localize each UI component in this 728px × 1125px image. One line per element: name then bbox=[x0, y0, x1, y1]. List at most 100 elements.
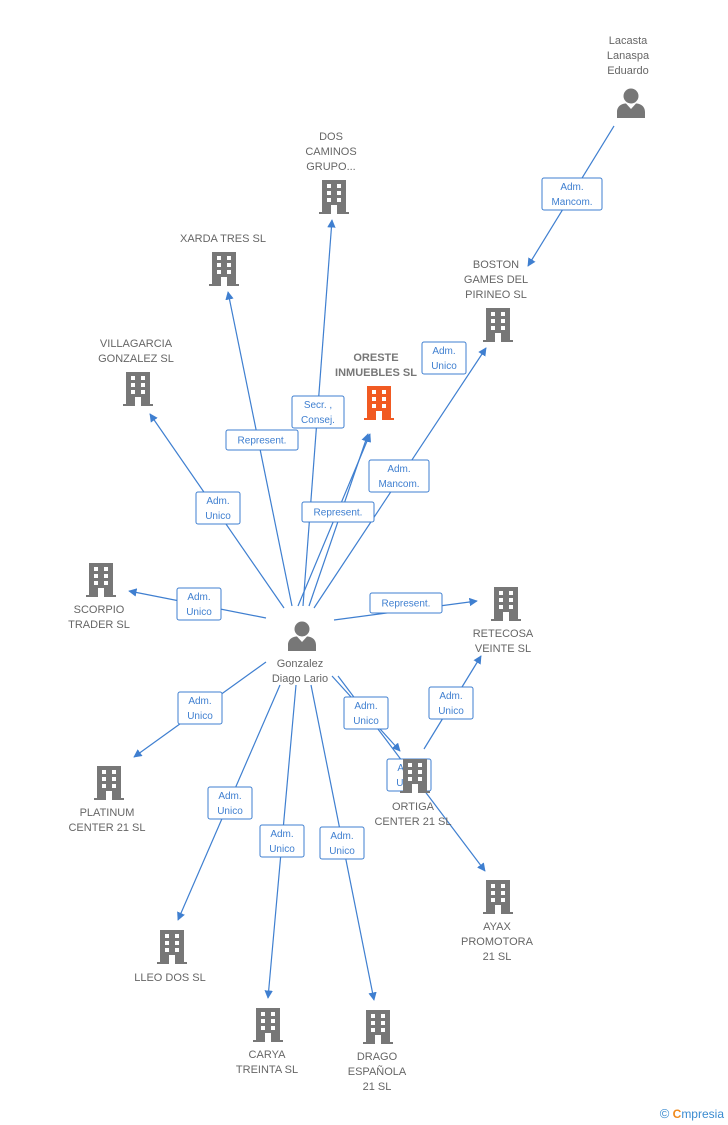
node-label-line: Gonzalez bbox=[277, 658, 323, 670]
relation-label-text: Represent. bbox=[382, 599, 431, 610]
building-icon bbox=[491, 587, 521, 621]
node-label-line: CARYA bbox=[249, 1049, 287, 1061]
relation-label-box bbox=[301, 501, 375, 523]
copyright-symbol: © bbox=[659, 1106, 670, 1121]
relation-label-box bbox=[177, 691, 223, 725]
relation-label-box bbox=[343, 696, 389, 730]
relation-label-ortiga-to-retecosa[interactable]: Adm.Unico bbox=[428, 686, 474, 720]
relation-label-box bbox=[225, 429, 299, 451]
node-label-line: ORTIGA bbox=[392, 801, 435, 813]
node-label-line: CAMINOS bbox=[305, 146, 356, 158]
node-label-line: ESPAÑOLA bbox=[348, 1065, 407, 1078]
relation-label-text: Unico bbox=[186, 607, 212, 618]
company-node-retecosa[interactable]: RETECOSA VEINTE SL bbox=[473, 587, 534, 655]
node-label-line: CENTER 21 SL bbox=[374, 816, 451, 828]
node-label-line: PIRINEO SL bbox=[465, 289, 527, 301]
relation-label-text: Adm. bbox=[188, 696, 211, 707]
relation-label-text: Adm. bbox=[187, 592, 210, 603]
relation-label-gonzalez-to-villagarcia[interactable]: Adm.Unico bbox=[195, 491, 241, 525]
node-label-line: LLEO DOS SL bbox=[134, 972, 206, 984]
company-node-xarda-tres[interactable]: XARDA TRES SL bbox=[180, 233, 266, 286]
company-node-villagarcia[interactable]: VILLAGARCIA GONZALEZ SL bbox=[98, 338, 174, 406]
building-icon bbox=[483, 308, 513, 342]
relation-label-gonzalez-to-scorpio[interactable]: Adm. Unico bbox=[176, 587, 222, 621]
relation-label-text: Unico bbox=[329, 846, 355, 857]
relation-label-text: Adm. bbox=[560, 182, 583, 193]
relation-label-text: Adm. bbox=[439, 691, 462, 702]
relation-label-text: Adm. bbox=[218, 791, 241, 802]
building-icon bbox=[86, 563, 116, 597]
company-node-ortiga[interactable]: ORTIGA CENTER 21 SL bbox=[374, 759, 452, 828]
relation-label-text: Unico bbox=[353, 716, 379, 727]
relation-label-gonzalez-to-platinum[interactable]: Adm.Unico bbox=[177, 691, 223, 725]
node-label-line: Eduardo bbox=[607, 65, 649, 77]
building-icon bbox=[483, 880, 513, 914]
relation-label-box bbox=[195, 491, 241, 525]
building-icon bbox=[400, 759, 430, 793]
node-label-line: TREINTA SL bbox=[236, 1064, 298, 1076]
relation-label-text: Adm. bbox=[270, 829, 293, 840]
building-icon bbox=[123, 372, 153, 406]
relation-label-lacasta-to-boston-games[interactable]: Adm.Mancom. bbox=[541, 177, 603, 211]
relation-label-gonzalez-to-ortiga[interactable]: Adm.Unico bbox=[343, 696, 389, 730]
logo-text: mpresia bbox=[681, 1107, 724, 1121]
relation-label-box bbox=[369, 592, 443, 614]
node-label-line: VILLAGARCIA bbox=[100, 338, 173, 350]
node-label-line: GAMES DEL bbox=[464, 274, 528, 286]
node-label-line: GRUPO... bbox=[306, 161, 356, 173]
building-icon bbox=[253, 1008, 283, 1042]
relation-label-gonzalez-to-main[interactable]: Adm. Mancom. bbox=[368, 459, 430, 493]
node-label-line: GONZALEZ SL bbox=[98, 353, 174, 365]
node-label-line: SCORPIO bbox=[74, 604, 125, 616]
relation-label-box bbox=[319, 826, 365, 860]
relation-label-box bbox=[421, 341, 467, 375]
relation-label-gonzalez-to-drago[interactable]: Adm. Unico bbox=[319, 826, 365, 860]
node-label-line: Diago Lario bbox=[272, 673, 328, 685]
node-label-line: CENTER 21 SL bbox=[68, 822, 145, 834]
node-label-line: AYAX bbox=[483, 921, 511, 933]
relation-label-text: Mancom. bbox=[378, 479, 419, 490]
node-label-line: VEINTE SL bbox=[475, 643, 531, 655]
relation-label-gonzalez-to-retecosa[interactable]: Represent. bbox=[369, 592, 443, 614]
relation-label-box bbox=[176, 587, 222, 621]
relation-label-text: Unico bbox=[431, 361, 457, 372]
relation-label-gonzalez-to-main[interactable]: Represent. bbox=[301, 501, 375, 523]
relation-label-text: Represent. bbox=[314, 508, 363, 519]
person-icon bbox=[288, 621, 316, 651]
company-node-ayax[interactable]: AYAX PROMOTORA 21 SL bbox=[461, 880, 534, 963]
building-icon bbox=[364, 386, 394, 420]
relation-label-text: Unico bbox=[269, 844, 295, 855]
relation-label-text: Adm. bbox=[387, 464, 410, 475]
relation-label-box bbox=[259, 824, 305, 858]
relation-label-box bbox=[207, 786, 253, 820]
empresia-logo: © Cmpresia bbox=[660, 1106, 724, 1121]
relation-label-text: Adm. bbox=[330, 831, 353, 842]
node-label-line: PROMOTORA bbox=[461, 936, 534, 948]
node-label-line: 21 SL bbox=[363, 1081, 392, 1093]
node-label-line: Lanaspa bbox=[607, 50, 650, 62]
relation-label-gonzalez-to-dos-caminos[interactable]: Secr. ,Consej. bbox=[291, 395, 345, 429]
building-icon bbox=[363, 1010, 393, 1044]
relation-label-gonzalez-to-lleo-dos[interactable]: Adm.Unico bbox=[207, 786, 253, 820]
relation-label-gonzalez-to-xarda-tres[interactable]: Represent. bbox=[225, 429, 299, 451]
relation-label-gonzalez-to-boston-games[interactable]: Adm. Unico bbox=[421, 341, 467, 375]
company-node-carya[interactable]: CARYA TREINTA SL bbox=[236, 1008, 298, 1076]
company-node-dos-caminos[interactable]: DOSCAMINOSGRUPO... bbox=[305, 131, 357, 214]
node-label-line: ORESTE bbox=[353, 352, 398, 364]
relation-label-box bbox=[368, 459, 430, 493]
relation-label-gonzalez-to-carya[interactable]: Adm. Unico bbox=[259, 824, 305, 858]
company-node-lleo-dos[interactable]: LLEO DOS SL bbox=[134, 930, 206, 984]
node-label-line: RETECOSA bbox=[473, 628, 534, 640]
relation-label-text: Adm. bbox=[432, 346, 455, 357]
node-label-line: XARDA TRES SL bbox=[180, 233, 266, 245]
node-label-line: 21 SL bbox=[483, 951, 512, 963]
building-icon bbox=[209, 252, 239, 286]
